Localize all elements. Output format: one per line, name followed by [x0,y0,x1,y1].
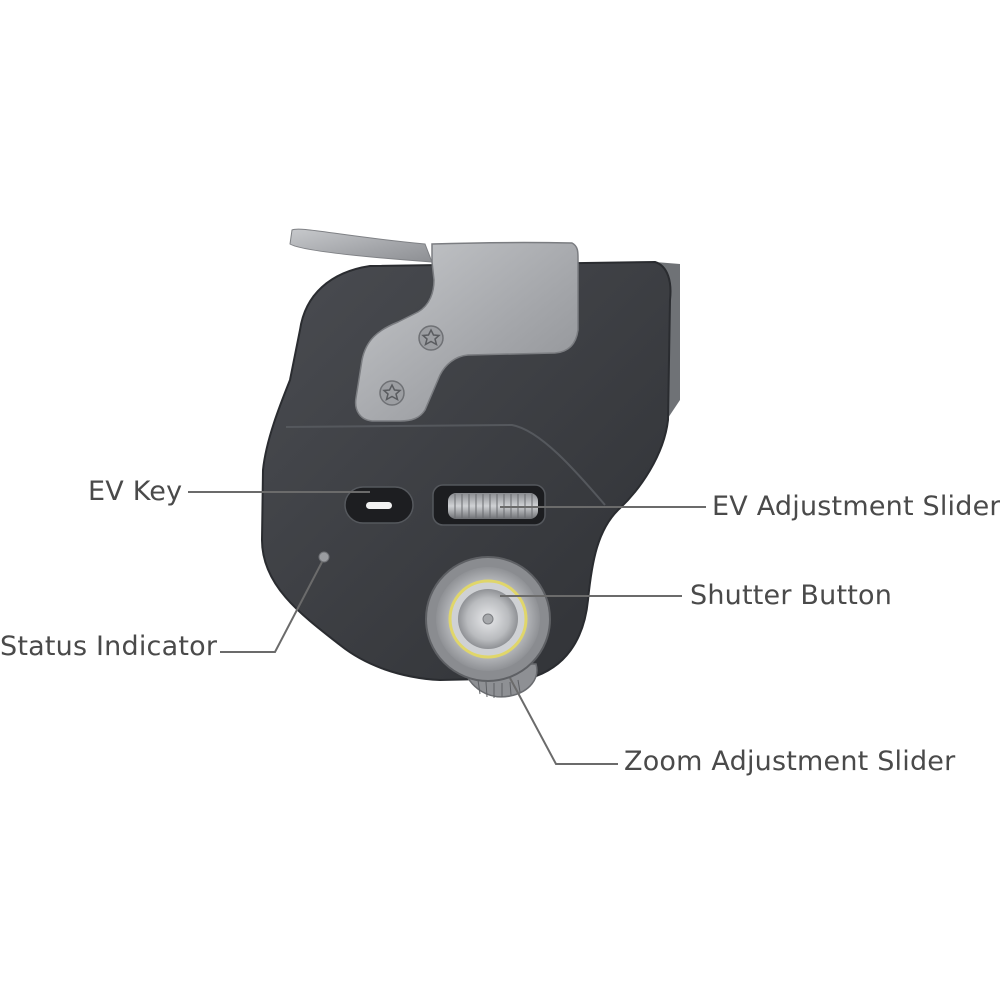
leader-zoom [509,677,618,765]
status-led-icon [318,551,330,563]
torx-screw-icon [379,380,405,406]
top-clip-tab [289,228,433,263]
label-status-indicator: Status Indicator [0,631,218,662]
label-zoom-adjustment-slider: Zoom Adjustment Slider [624,746,956,777]
ev-key-button[interactable] [344,486,414,524]
shutter-button[interactable] [425,556,551,682]
label-ev-adjustment-slider: EV Adjustment Slider [712,491,1000,522]
label-shutter-button: Shutter Button [690,580,893,611]
leader-lines [188,491,706,765]
panel-seam [285,423,606,506]
label-ev-key: EV Key [88,476,183,507]
metal-bracket [354,241,579,422]
torx-screw-icon [418,325,444,351]
leader-status [220,561,323,653]
ev-adjustment-slider[interactable] [432,484,546,526]
